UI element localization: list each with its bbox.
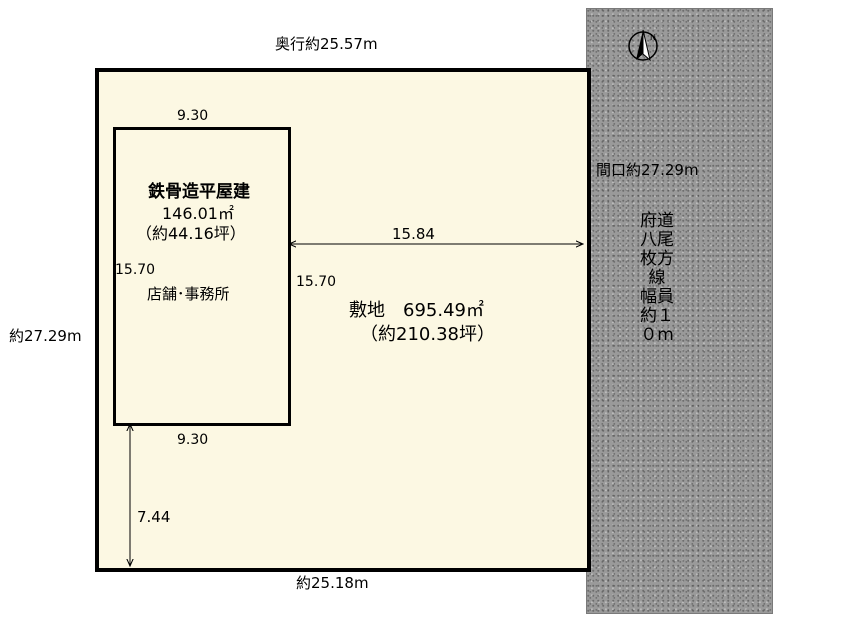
building-top-dimension: 9.30 <box>177 108 209 124</box>
frontage-label: 間口約27.29m <box>596 161 699 179</box>
building-footprint <box>113 127 291 426</box>
bottom-side-label: 約25.18m <box>296 574 369 592</box>
building-bottom-dimension: 9.30 <box>177 432 209 448</box>
to-bottom-dimension: 7.44 <box>137 508 171 526</box>
building-structure-label: 鉄骨造平屋建 <box>148 182 250 202</box>
depth-top-label: 奥行約25.57m <box>275 35 378 53</box>
building-left-dimension: 15.70 <box>115 262 156 278</box>
site-lot <box>95 68 591 572</box>
building-area-label: 146.01㎡ <box>162 204 234 223</box>
north-label: N <box>650 33 656 42</box>
site-tsubo-label: （約210.38坪） <box>360 324 495 345</box>
road-strip <box>586 8 773 614</box>
north-arrow-icon: N <box>628 29 658 62</box>
site-area-label: 敷地 695.49㎡ <box>349 300 484 321</box>
building-tsubo-label: （約44.16坪） <box>136 224 246 243</box>
to-road-dimension: 15.84 <box>392 225 435 243</box>
building-right-dimension: 15.70 <box>296 274 337 290</box>
building-use-label: 店舗･事務所 <box>147 285 230 303</box>
left-side-label: 約27.29m <box>9 327 82 345</box>
